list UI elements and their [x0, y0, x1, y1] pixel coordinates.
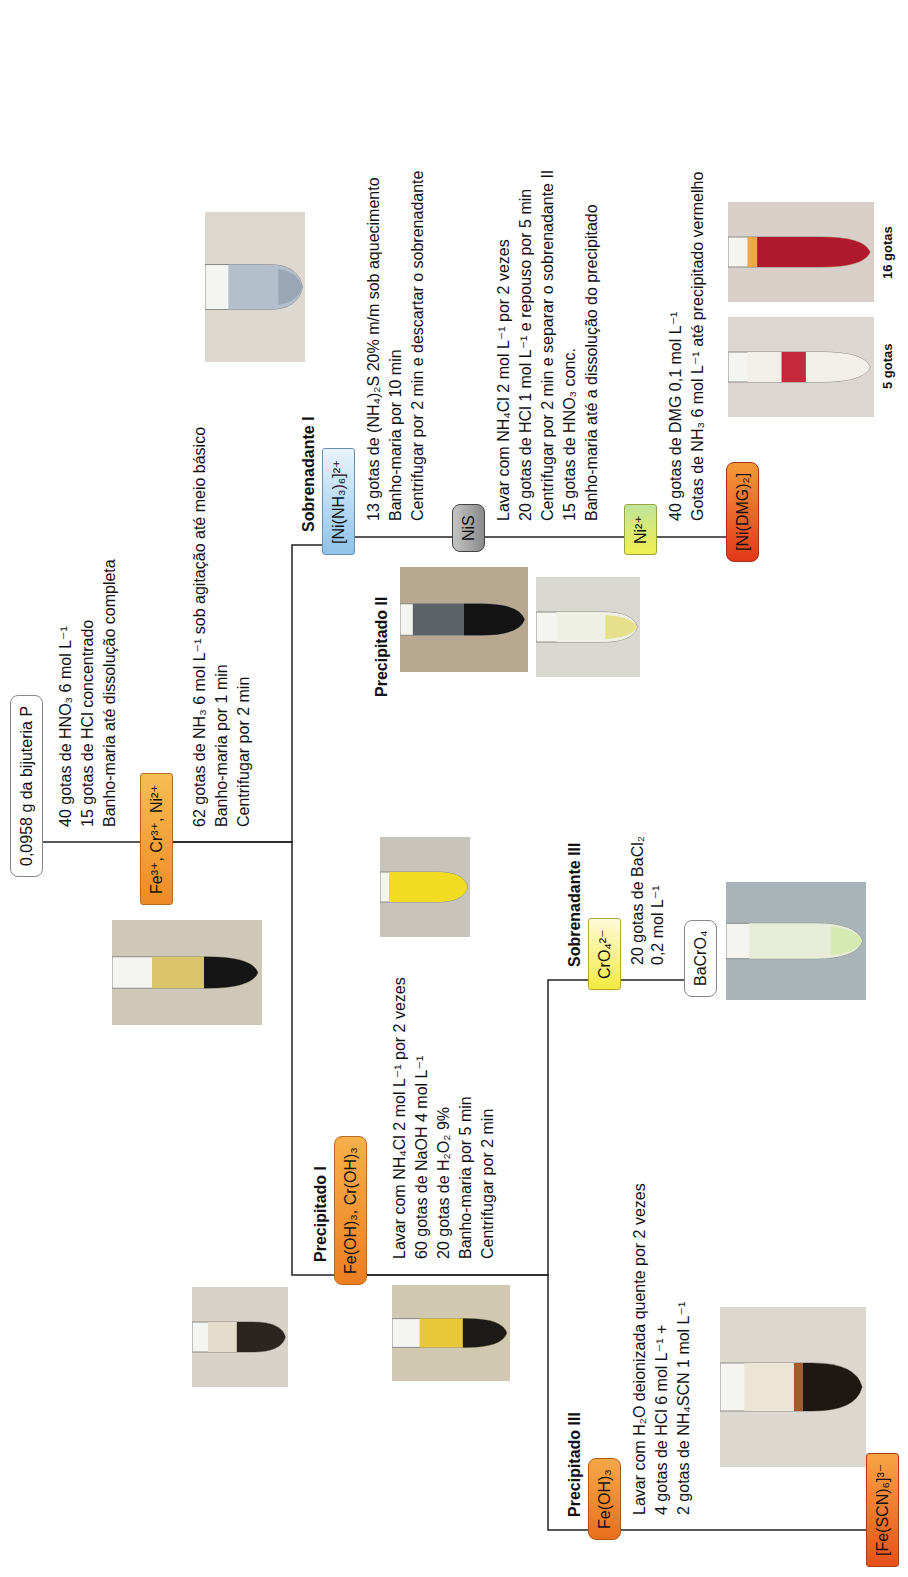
box-text: [Ni(DMG)₂] [733, 473, 752, 551]
ion-box: Fe³⁺, Cr³⁺, Ni²⁺ [140, 773, 173, 905]
step-text: Lavar com H₂O deionizada quente por 2 ve… [630, 1183, 650, 1515]
complex-box: Sobrenadante I[Ni(NH₃)₆]²⁺ [322, 448, 355, 555]
step-text: 15 gotas de HCl concentrado [78, 620, 98, 827]
step-text: Lavar com NH₄Cl 2 mol L⁻¹ por 2 vezes [390, 977, 410, 1259]
box-text: Fe(OH)₃, Cr(OH)₃ [341, 1147, 360, 1274]
tube-photo [205, 212, 305, 362]
sample-box: 0,0958 g da bijuteria P [10, 695, 43, 877]
box-text: CrO₄²⁻ [595, 929, 614, 979]
tube-photo [380, 837, 470, 937]
tube-photo [728, 202, 874, 302]
precipitate-box: NiS [452, 504, 485, 552]
tube-photo [536, 577, 640, 677]
flow-line [367, 1275, 588, 1530]
step-text: 4 gotas de HCl 6 mol L⁻¹ + [652, 1325, 672, 1515]
flow-line [173, 842, 334, 1275]
box-text: 0,0958 g da bijuteria P [17, 706, 36, 866]
box-text: [Ni(NH₃)₆]²⁺ [329, 459, 348, 544]
product-box: [Ni(DMG)₂] [726, 462, 759, 562]
box-text: BaCrO₄ [691, 931, 710, 986]
step-text: 60 gotas de NaOH 4 mol L⁻¹ [412, 1056, 432, 1259]
box-text: NiS [459, 515, 478, 541]
ion-box: Ni²⁺ [624, 504, 657, 555]
flow-line [485, 536, 624, 538]
step-text: Centrifugar por 2 min e descartar o sobr… [408, 171, 428, 521]
flow-line [43, 841, 140, 843]
photo-caption: 5 gotas [880, 343, 896, 389]
tube-photo [400, 567, 528, 672]
step-text: Centrifugar por 2 min [478, 1109, 498, 1259]
box-text: Fe³⁺, Cr³⁺, Ni²⁺ [147, 784, 166, 894]
flow-line [355, 536, 452, 538]
step-text: 15 gotas de HNO₃ conc. [560, 348, 580, 521]
precipitate-box: Precipitado IIIFe(OH)₃ [588, 1458, 621, 1540]
step-text: 20 gotas de BaCl₂ 0,2 mol L⁻¹ [628, 815, 668, 965]
product-box: [Fe(SCN)₆]³⁻ [866, 1453, 899, 1567]
branch-heading: Sobrenadante III [565, 843, 584, 967]
product-box: BaCrO₄ [684, 920, 717, 997]
step-text: Centrifugar por 2 min [234, 677, 254, 827]
step-text: Banho-maria até a dissolução do precipit… [582, 204, 602, 521]
ion-box: Sobrenadante IIICrO₄²⁻ [588, 918, 621, 990]
step-text: 13 gotas de (NH₄)₂S 20% m/m sob aquecime… [364, 177, 384, 521]
tube-photo [192, 1287, 288, 1387]
box-text: Ni²⁺ [631, 515, 650, 544]
step-text: Banho-maria por 5 min [456, 1096, 476, 1259]
step-text: 20 gotas de HCl 1 mol L⁻¹ e repouso por … [516, 189, 536, 521]
step-text: 40 gotas de DMG 0,1 mol L⁻¹ [666, 312, 686, 521]
box-text: Fe(OH)₃ [595, 1469, 614, 1529]
branch-heading: Sobrenadante I [299, 416, 318, 532]
branch-heading: Precipitado I [311, 1166, 330, 1262]
step-text: Banho-maria até dissolução completa [100, 559, 120, 827]
flow-line [621, 1529, 866, 1531]
tube-photo [112, 920, 262, 1025]
step-text: Centrifugar por 2 min e separar o sobren… [538, 170, 558, 521]
photo-caption: 16 gotas [880, 226, 896, 279]
step-text: Gotas de NH₃ 6 mol L⁻¹ até precipitado v… [688, 172, 708, 521]
branch-heading: Precipitado II [372, 597, 392, 697]
step-text: 40 gotas de HNO₃ 6 mol L⁻¹ [56, 626, 76, 827]
step-text: Banho-maria por 10 min [386, 349, 406, 521]
branch-heading: Precipitado III [565, 1412, 584, 1517]
step-text: Banho-maria por 1 min [212, 664, 232, 827]
step-text: 62 gotas de NH₃ 6 mol L⁻¹ sob agitação a… [190, 427, 210, 827]
step-text: 20 gotas de H₂O₂ 9% [434, 1107, 454, 1259]
precipitate-box: Precipitado IFe(OH)₃, Cr(OH)₃ [334, 1136, 367, 1285]
box-text: [Fe(SCN)₆]³⁻ [873, 1464, 892, 1556]
flow-line [657, 536, 726, 538]
flow-line [621, 979, 684, 981]
tube-photo [392, 1285, 510, 1381]
tube-photo [728, 317, 874, 417]
step-text: Lavar com NH₄Cl 2 mol L⁻¹ por 2 vezes [494, 239, 514, 521]
tube-photo [720, 1307, 866, 1467]
tube-photo [726, 882, 866, 1000]
step-text: 2 gotas de NH₄SCN 1 mol L⁻¹ [674, 1302, 694, 1515]
